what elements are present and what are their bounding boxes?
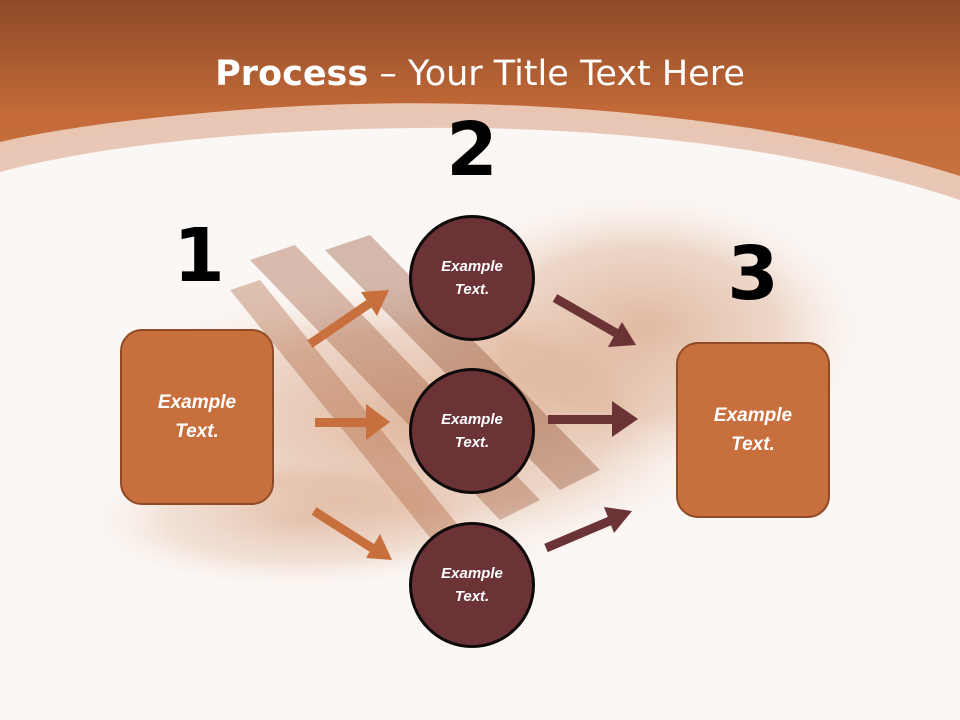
arrow-right-bottom	[544, 507, 632, 553]
step-number-3: 3	[727, 231, 779, 317]
circle-top[interactable]: Example Text.	[409, 215, 535, 341]
arrow-left-bottom	[311, 507, 392, 560]
arrow-right-top	[552, 294, 636, 347]
arrow-left-top	[307, 290, 389, 348]
header-swoosh-inner	[0, 107, 960, 200]
arrow-left-middle	[315, 404, 390, 440]
arrow-right-middle	[548, 401, 638, 437]
step-number-2: 2	[446, 107, 498, 193]
left-box[interactable]: Example Text.	[120, 329, 274, 505]
circle-bottom-text: Example Text.	[441, 565, 503, 605]
left-box-text: Example Text.	[157, 392, 237, 442]
step-number-1: 1	[173, 213, 225, 299]
title-rest: – Your Title Text Here	[368, 54, 745, 94]
circle-top-text: Example Text.	[441, 258, 503, 298]
right-box[interactable]: Example Text.	[676, 342, 830, 518]
circle-middle[interactable]: Example Text.	[409, 368, 535, 494]
title-strong: Process	[215, 54, 369, 94]
circle-bottom[interactable]: Example Text.	[409, 522, 535, 648]
circle-middle-text: Example Text.	[441, 411, 503, 451]
slide-title: Process – Your Title Text Here	[0, 52, 960, 96]
header-swoosh	[0, 103, 960, 190]
right-box-text: Example Text.	[713, 405, 793, 455]
header-band	[0, 0, 960, 190]
